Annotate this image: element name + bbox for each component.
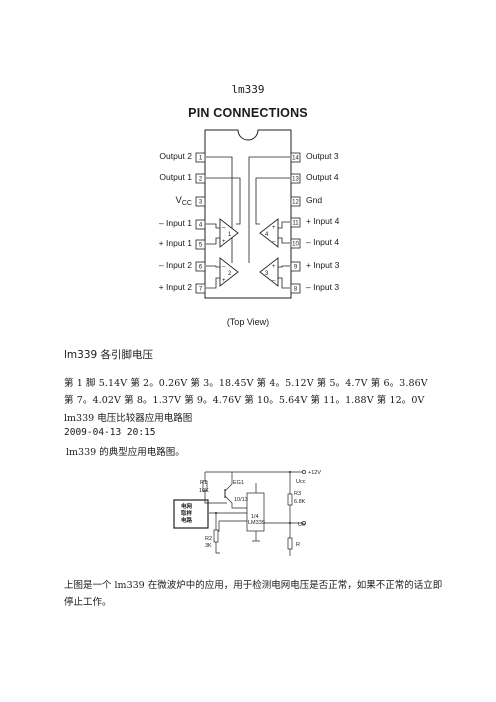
pin-connections-heading: PIN CONNECTIONS: [188, 106, 308, 120]
left-pin-box-2: [195, 196, 206, 207]
right-pin-label-6: – Input 3: [306, 282, 340, 292]
left-pin-number-0: 1: [199, 156, 203, 162]
left-pin-label-2: VCC: [175, 195, 192, 207]
article-datetime: 2009-04-13 20:15: [64, 427, 156, 438]
comparator-3-number: 3: [265, 271, 269, 277]
voltage-paragraph: 第 1 脚 5.14V 第 2。0.26V 第 3。18.45V 第 4。5.1…: [64, 378, 428, 406]
right-pin-number-3: 11: [292, 221, 299, 227]
svg-text:–: –: [272, 278, 276, 284]
article-title: lm339 电压比较器应用电路图: [64, 413, 193, 424]
right-pin-number-2: 12: [292, 200, 299, 206]
uo-label: Uo: [298, 522, 305, 528]
article-caption: 上图是一个 lm339 在微波炉中的应用，用于检测电网电压是否正常，如果不正常的…: [64, 580, 443, 608]
top-view-label: (Top View): [226, 317, 270, 327]
r2-value: 3K: [205, 543, 212, 549]
r-label: R: [296, 542, 300, 548]
comparator-signs: – + – + + – + –: [222, 225, 276, 284]
right-pin-number-0: 14: [292, 156, 299, 162]
left-pin-label-0: Output 2: [159, 151, 192, 161]
right-pin-number-1: 13: [292, 177, 299, 183]
svg-text:+: +: [222, 278, 226, 284]
right-pin-number-5: 9: [294, 265, 298, 271]
application-schematic: +12V Ucc R1 10K EG1 10/13 R3 6.8K 1/4 LM…: [173, 470, 321, 556]
right-pin-number-4: 10: [292, 242, 299, 248]
left-pin-number-5: 6: [199, 265, 203, 271]
ucc-label: Ucc: [296, 479, 306, 485]
right-pin-box-0: [290, 152, 301, 163]
left-pin-box-6: [195, 283, 206, 294]
left-pin-box-4: [195, 239, 206, 250]
left-pin-number-4: 5: [199, 243, 203, 249]
right-pin-box-4: [290, 238, 301, 249]
supply-label: +12V: [308, 470, 321, 476]
r2-label: R2: [205, 536, 212, 542]
box-line-3: 电路: [181, 516, 193, 524]
right-pin-label-0: Output 3: [306, 151, 339, 161]
right-pin-boxes: 14 13 12 11 10 9 8: [290, 152, 301, 294]
left-pin-box-5: [195, 261, 206, 272]
svg-text:–: –: [222, 264, 226, 270]
right-pin-box-3: [290, 217, 301, 228]
r3-value: 6.8K: [294, 499, 306, 505]
left-pin-boxes: 1 2 3 4 5 6 7: [195, 152, 206, 294]
comparator-1: [219, 218, 239, 248]
comparator-triangles: [219, 218, 279, 287]
right-pin-label-3: + Input 4: [306, 216, 340, 226]
right-pin-box-1: [290, 173, 301, 184]
box-line-2: 取样: [181, 509, 193, 517]
eg1-label: EG1: [233, 480, 244, 486]
right-pin-label-4: – Input 4: [306, 237, 340, 247]
box-line-1: 电网: [181, 502, 193, 510]
left-pin-box-0: [195, 152, 206, 163]
comparator-4: [259, 218, 279, 248]
comparator-3: [259, 257, 279, 287]
r1-label: R1: [200, 480, 207, 486]
page-title: lm339: [231, 83, 265, 96]
internal-wiring: [206, 156, 290, 289]
comparator-1-number: 1: [228, 232, 232, 238]
right-pin-label-1: Output 4: [306, 172, 339, 182]
right-pin-box-6: [290, 283, 301, 294]
svg-text:+: +: [222, 239, 226, 245]
left-pin-number-6: 7: [199, 287, 203, 293]
chip-name: 1/4: [251, 514, 259, 520]
svg-text:+: +: [272, 264, 276, 270]
chip-pin-label: 10/13: [234, 497, 248, 503]
svg-text:–: –: [222, 225, 226, 231]
right-pin-number-6: 8: [294, 287, 298, 293]
right-pin-box-5: [290, 261, 301, 272]
left-pin-label-1: Output 1: [159, 172, 192, 182]
left-pin-label-4: + Input 1: [158, 238, 192, 248]
svg-text:–: –: [272, 239, 276, 245]
right-pin-box-2: [290, 196, 301, 207]
chip-part: LM339: [248, 520, 265, 526]
article-intro: lm339 的典型应用电路图。: [66, 447, 185, 458]
left-pin-box-3: [195, 219, 206, 230]
r1-value: 10K: [199, 488, 209, 494]
left-pin-label-3: – Input 1: [158, 218, 192, 228]
comparator-2: [219, 257, 239, 287]
left-pin-number-1: 2: [199, 177, 203, 183]
left-pin-number-2: 3: [199, 200, 203, 206]
right-pin-label-5: + Input 3: [306, 260, 340, 270]
left-pin-number-3: 4: [199, 223, 203, 229]
right-pin-label-2: Gnd: [306, 195, 323, 205]
comparator-4-number: 4: [265, 232, 269, 238]
ic-package-outline: [204, 129, 292, 299]
left-pin-box-1: [195, 173, 206, 184]
comparator-2-number: 2: [228, 271, 232, 277]
r3-label: R3: [294, 491, 301, 497]
voltage-section-title: lm339 各引脚电压: [64, 349, 154, 361]
svg-text:+: +: [272, 225, 276, 231]
left-pin-label-5: – Input 2: [158, 260, 192, 270]
left-pin-label-6: + Input 2: [158, 282, 192, 292]
